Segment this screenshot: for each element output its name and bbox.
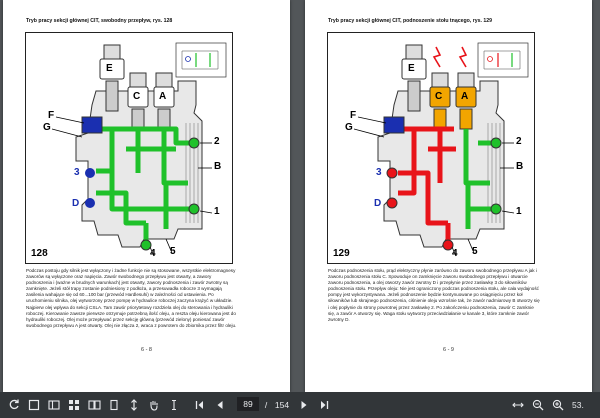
hand-tool-icon[interactable] xyxy=(146,397,162,413)
zoom-in-icon[interactable] xyxy=(550,397,566,413)
label-4: 4 xyxy=(452,248,458,259)
valve-stem-a xyxy=(459,108,473,130)
label-1: 1 xyxy=(214,206,220,217)
solenoid-top-c xyxy=(129,72,147,88)
valve-stem-c xyxy=(131,108,145,130)
document-page-right: Tryb pracy sekcji głównej CIT, podnoszen… xyxy=(305,0,592,392)
port-1-marker xyxy=(490,203,502,215)
label-f: F xyxy=(48,110,55,121)
label-3: 3 xyxy=(376,167,382,178)
thumbnails-icon[interactable] xyxy=(66,397,82,413)
label-d: D xyxy=(374,198,382,209)
hydraulic-diagram-figure: E C A F G 2 B 3 D 1 4 5 128 xyxy=(25,32,233,264)
body-text: Podczas podnoszenia stołu, prąd elektryc… xyxy=(328,268,540,323)
label-e: E xyxy=(106,63,113,74)
port-f-block xyxy=(81,116,103,134)
next-page-icon[interactable] xyxy=(296,397,312,413)
port-3-marker xyxy=(386,167,398,179)
figure-number: 128 xyxy=(31,248,48,259)
label-b: B xyxy=(214,161,222,172)
rotate-icon[interactable] xyxy=(6,397,22,413)
label-5: 5 xyxy=(170,246,176,257)
page-number-input[interactable] xyxy=(237,397,259,411)
label-c: C xyxy=(133,91,141,102)
page-number: 6 - 9 xyxy=(442,347,454,353)
label-a: A xyxy=(461,91,469,102)
body-text: Podczas postoju gdy silnik jest wyłączon… xyxy=(26,268,238,329)
label-e: E xyxy=(408,63,415,74)
solenoid-top-a xyxy=(457,72,475,88)
text-select-icon[interactable] xyxy=(166,397,182,413)
valve-stem-a xyxy=(157,108,171,130)
label-3: 3 xyxy=(74,167,80,178)
hydraulic-diagram-figure: E C A F G 2 B 3 D 1 4 5 129 xyxy=(327,32,535,264)
label-g: G xyxy=(43,122,51,133)
port-3-marker xyxy=(85,168,95,178)
first-page-icon[interactable] xyxy=(192,397,208,413)
free-flow-channels xyxy=(96,126,192,243)
port-4-marker xyxy=(140,239,152,251)
body-paragraph: Podczas podnoszenia stołu, prąd elektryc… xyxy=(328,268,540,322)
solenoid-top-c xyxy=(431,72,449,88)
electric-signal-icons xyxy=(432,46,468,68)
label-f: F xyxy=(350,110,357,121)
total-pages: 154 xyxy=(274,400,290,410)
sidebar-toggle-icon[interactable] xyxy=(46,397,62,413)
valve-stem-e xyxy=(407,80,421,112)
last-page-icon[interactable] xyxy=(316,397,332,413)
leader-lines xyxy=(51,116,213,257)
hydraulic-diagram xyxy=(353,42,529,257)
single-page-view-icon[interactable] xyxy=(106,397,122,413)
pressure-flow-channels xyxy=(398,126,456,243)
fit-width-icon[interactable] xyxy=(510,397,526,413)
zoom-fit-icon[interactable] xyxy=(26,397,42,413)
label-c: C xyxy=(435,91,443,102)
figure-number: 129 xyxy=(333,248,350,259)
label-4: 4 xyxy=(150,248,156,259)
solenoid-top-e xyxy=(103,44,121,60)
label-g: G xyxy=(345,122,353,133)
label-2: 2 xyxy=(516,136,522,147)
label-b: B xyxy=(516,161,524,172)
label-2: 2 xyxy=(214,136,220,147)
return-flow-channels xyxy=(463,129,494,229)
body-paragraph: Podczas postoju gdy silnik jest wyłączon… xyxy=(26,268,237,328)
port-2-marker xyxy=(490,137,502,149)
page-number: 6 - 8 xyxy=(140,347,152,353)
valve-stem-c xyxy=(433,108,447,130)
zoom-out-icon[interactable] xyxy=(530,397,546,413)
scroll-mode-icon[interactable] xyxy=(126,397,142,413)
document-page-left: Tryb pracy sekcji głównej CIT, swobodny … xyxy=(3,0,290,392)
port-4-marker xyxy=(442,239,454,251)
inset-schematic xyxy=(477,42,529,78)
port-2-marker xyxy=(188,137,200,149)
label-a: A xyxy=(159,91,167,102)
label-5: 5 xyxy=(472,246,478,257)
port-d-marker xyxy=(386,197,398,209)
port-d-marker xyxy=(85,198,95,208)
solenoid-top-a xyxy=(155,72,173,88)
label-1: 1 xyxy=(516,206,522,217)
inset-schematic xyxy=(175,42,227,78)
hydraulic-diagram xyxy=(51,42,227,257)
solenoid-top-e xyxy=(405,44,423,60)
viewer-toolbar: / 154 53. xyxy=(0,392,600,418)
page-separator: / xyxy=(264,400,268,410)
two-page-view-icon[interactable] xyxy=(86,397,102,413)
leader-lines xyxy=(353,116,515,257)
page-heading: Tryb pracy sekcji głównej CIT, podnoszen… xyxy=(328,18,493,24)
valve-stem-e xyxy=(105,80,119,112)
port-1-marker xyxy=(188,203,200,215)
label-d: D xyxy=(72,198,80,209)
previous-page-icon[interactable] xyxy=(212,397,228,413)
page-heading: Tryb pracy sekcji głównej CIT, swobodny … xyxy=(26,18,173,24)
port-f-block xyxy=(383,116,405,134)
zoom-level[interactable]: 53. xyxy=(572,400,584,410)
